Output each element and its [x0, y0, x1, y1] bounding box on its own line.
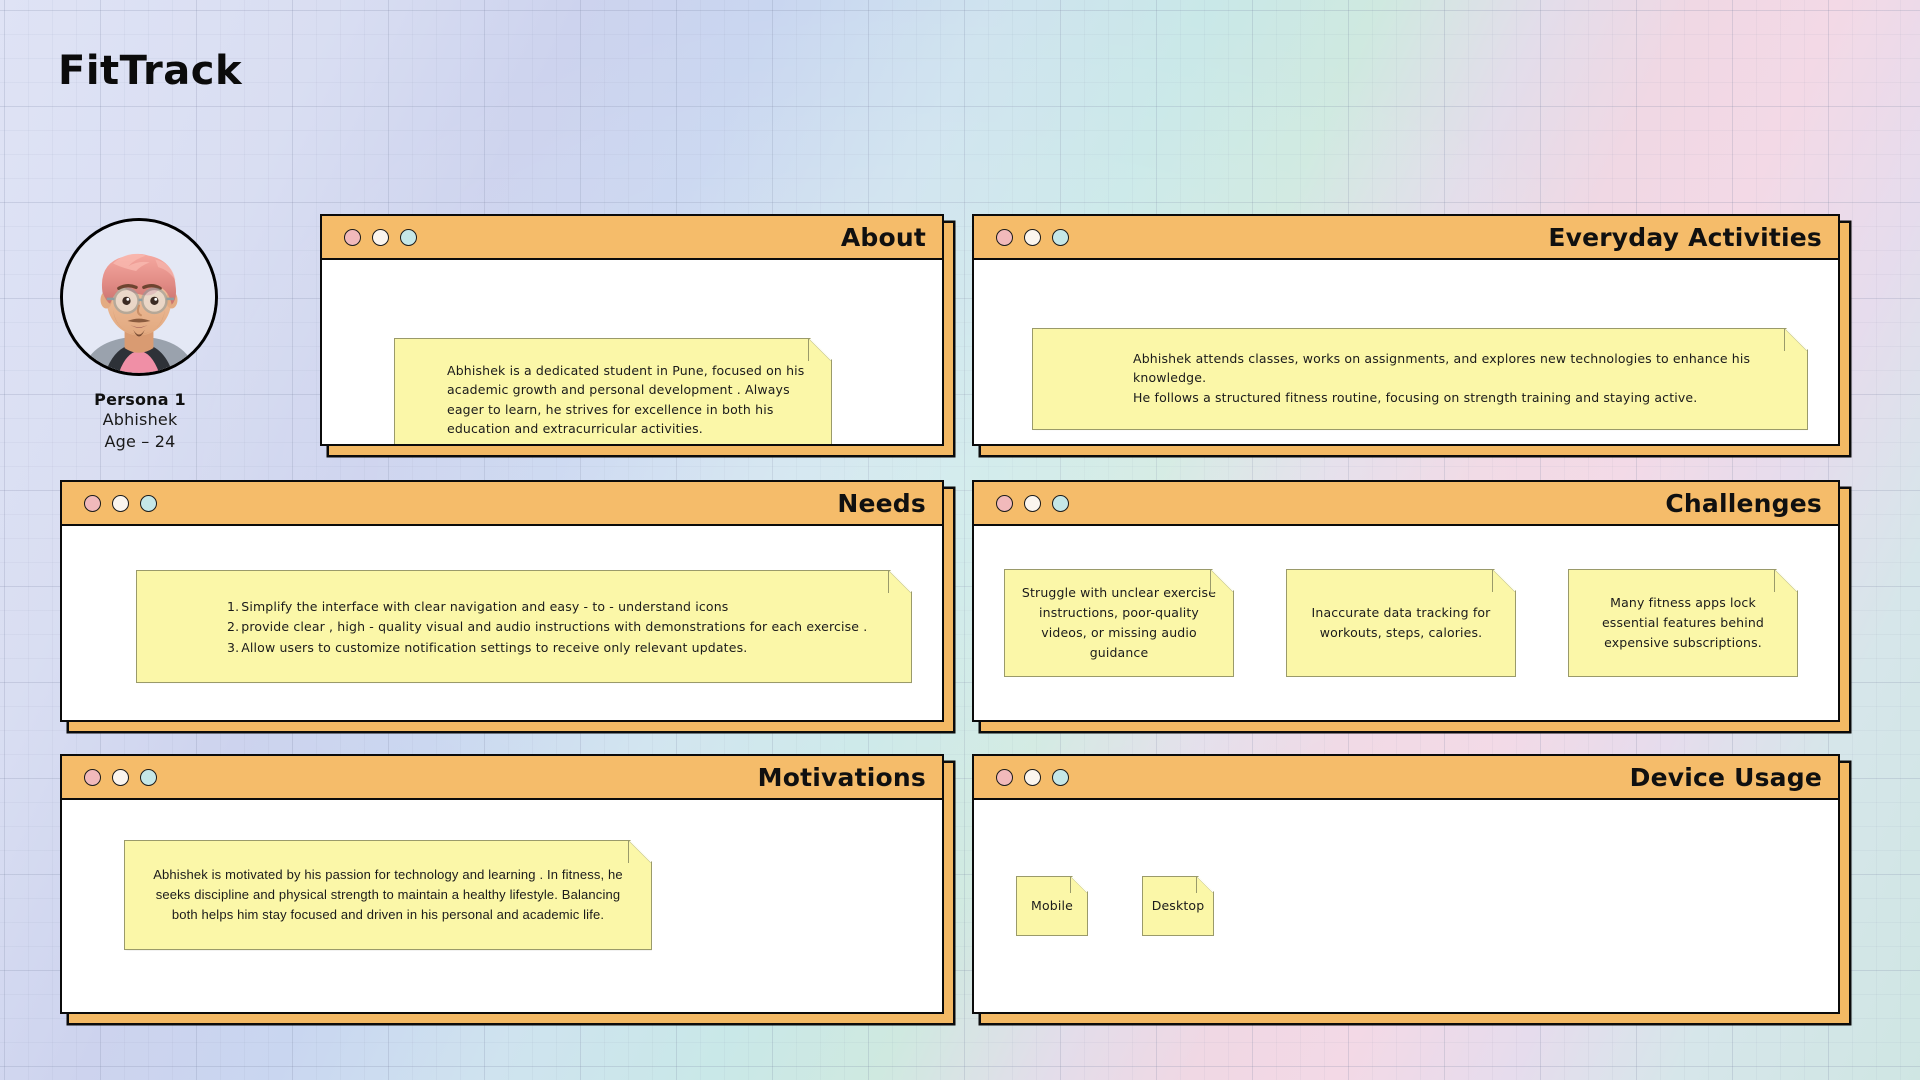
- list-item: 3. Allow users to customize notification…: [227, 638, 885, 657]
- needs-list: 1. Simplify the interface with clear nav…: [227, 597, 885, 657]
- card-challenges-title: Challenges: [1665, 488, 1822, 518]
- card-motivations-title: Motivations: [757, 762, 926, 792]
- minimize-dot-icon[interactable]: [1024, 494, 1041, 512]
- close-dot-icon[interactable]: [996, 768, 1013, 786]
- minimize-dot-icon[interactable]: [112, 494, 129, 512]
- needs-item-3-text: Allow users to customize notification se…: [241, 639, 748, 655]
- motivations-note-text: Abhishek is motivated by his passion for…: [153, 867, 623, 923]
- minimize-dot-icon[interactable]: [1024, 768, 1041, 786]
- card-motivations-body: Abhishek is motivated by his passion for…: [62, 800, 942, 1012]
- needs-item-2-number: 2.: [227, 619, 240, 635]
- sticky-note-challenge-1: Struggle with unclear exercise instructi…: [1004, 569, 1234, 677]
- card-device-header: Device Usage: [974, 756, 1838, 800]
- maximize-dot-icon[interactable]: [1052, 768, 1069, 786]
- card-motivations[interactable]: Motivations Abhishek is motivated by his…: [60, 754, 944, 1014]
- card-challenges-header: Challenges: [974, 482, 1838, 526]
- window-controls: [84, 768, 157, 786]
- sticky-note-activities: Abhishek attends classes, works on assig…: [1032, 328, 1808, 430]
- about-note-text: Abhishek is a dedicated student in Pune,…: [447, 363, 805, 437]
- close-dot-icon[interactable]: [344, 228, 361, 246]
- window-controls: [996, 768, 1069, 786]
- card-about-title: About: [840, 222, 926, 252]
- list-item: 2. provide clear , high - quality visual…: [227, 617, 885, 636]
- maximize-dot-icon[interactable]: [140, 494, 157, 512]
- persona-age: Age – 24: [104, 431, 176, 451]
- maximize-dot-icon[interactable]: [1052, 228, 1069, 246]
- challenge-3-text: Many fitness apps lock essential feature…: [1601, 595, 1765, 650]
- avatar: [60, 218, 218, 376]
- sticky-note-challenge-3: Many fitness apps lock essential feature…: [1568, 569, 1798, 677]
- card-about-body: Abhishek is a dedicated student in Pune,…: [322, 260, 942, 446]
- needs-item-1-text: Simplify the interface with clear naviga…: [241, 599, 729, 614]
- sticky-note-device-mobile: Mobile: [1016, 876, 1088, 936]
- card-needs-title: Needs: [837, 488, 926, 518]
- close-dot-icon[interactable]: [84, 768, 101, 786]
- persona-block: Persona 1 Abhishek Age – 24: [60, 218, 220, 452]
- card-motivations-header: Motivations: [62, 756, 942, 800]
- card-activities-title: Everyday Activities: [1548, 222, 1822, 252]
- card-about-header: About: [322, 216, 942, 260]
- window-controls: [84, 494, 157, 512]
- card-needs-header: Needs: [62, 482, 942, 526]
- card-activities-body: Abhishek attends classes, works on assig…: [974, 260, 1838, 446]
- sticky-note-needs: 1. Simplify the interface with clear nav…: [136, 570, 912, 683]
- challenge-1-text: Struggle with unclear exercise instructi…: [1021, 585, 1217, 660]
- list-item: 1. Simplify the interface with clear nav…: [227, 597, 885, 616]
- persona-name: Abhishek: [102, 410, 178, 429]
- sticky-note-device-desktop: Desktop: [1142, 876, 1214, 936]
- card-needs-body: 1. Simplify the interface with clear nav…: [62, 526, 942, 720]
- minimize-dot-icon[interactable]: [372, 228, 389, 246]
- card-needs[interactable]: Needs 1. Simplify the interface with cle…: [60, 480, 944, 722]
- needs-item-1-number: 1.: [227, 599, 240, 614]
- needs-item-2-text: provide clear , high - quality visual an…: [241, 619, 868, 635]
- maximize-dot-icon[interactable]: [140, 768, 157, 786]
- device-mobile-label: Mobile: [1031, 898, 1073, 914]
- device-desktop-label: Desktop: [1151, 898, 1205, 914]
- window-controls: [344, 228, 417, 246]
- card-challenges-body: Struggle with unclear exercise instructi…: [974, 526, 1838, 720]
- page-title: FitTrack: [58, 48, 243, 94]
- activities-line-1: Abhishek attends classes, works on assig…: [1133, 351, 1751, 386]
- close-dot-icon[interactable]: [84, 494, 101, 512]
- window-controls: [996, 494, 1069, 512]
- close-dot-icon[interactable]: [996, 494, 1013, 512]
- needs-item-3-number: 3.: [227, 639, 240, 655]
- card-activities-header: Everyday Activities: [974, 216, 1838, 260]
- card-device-body: Mobile Desktop: [974, 800, 1838, 1012]
- sticky-note-motivations: Abhishek is motivated by his passion for…: [124, 840, 652, 950]
- sticky-note-challenge-2: Inaccurate data tracking for workouts, s…: [1286, 569, 1516, 677]
- sticky-note-about: Abhishek is a dedicated student in Pune,…: [394, 338, 832, 446]
- minimize-dot-icon[interactable]: [112, 768, 129, 786]
- card-everyday-activities[interactable]: Everyday Activities Abhishek attends cla…: [972, 214, 1840, 446]
- card-challenges[interactable]: Challenges Struggle with unclear exercis…: [972, 480, 1840, 722]
- maximize-dot-icon[interactable]: [400, 228, 417, 246]
- activities-line-2: He follows a structured fitness routine,…: [1133, 389, 1698, 405]
- persona-label: Persona 1: [94, 390, 186, 409]
- window-controls: [996, 228, 1069, 246]
- card-device-title: Device Usage: [1629, 762, 1822, 792]
- avatar-illustration-icon: [63, 221, 215, 373]
- card-device-usage[interactable]: Device Usage Mobile Desktop: [972, 754, 1840, 1014]
- challenge-2-text: Inaccurate data tracking for workouts, s…: [1311, 605, 1491, 640]
- maximize-dot-icon[interactable]: [1052, 494, 1069, 512]
- card-about[interactable]: About Abhishek is a dedicated student in…: [320, 214, 944, 446]
- minimize-dot-icon[interactable]: [1024, 228, 1041, 246]
- close-dot-icon[interactable]: [996, 228, 1013, 246]
